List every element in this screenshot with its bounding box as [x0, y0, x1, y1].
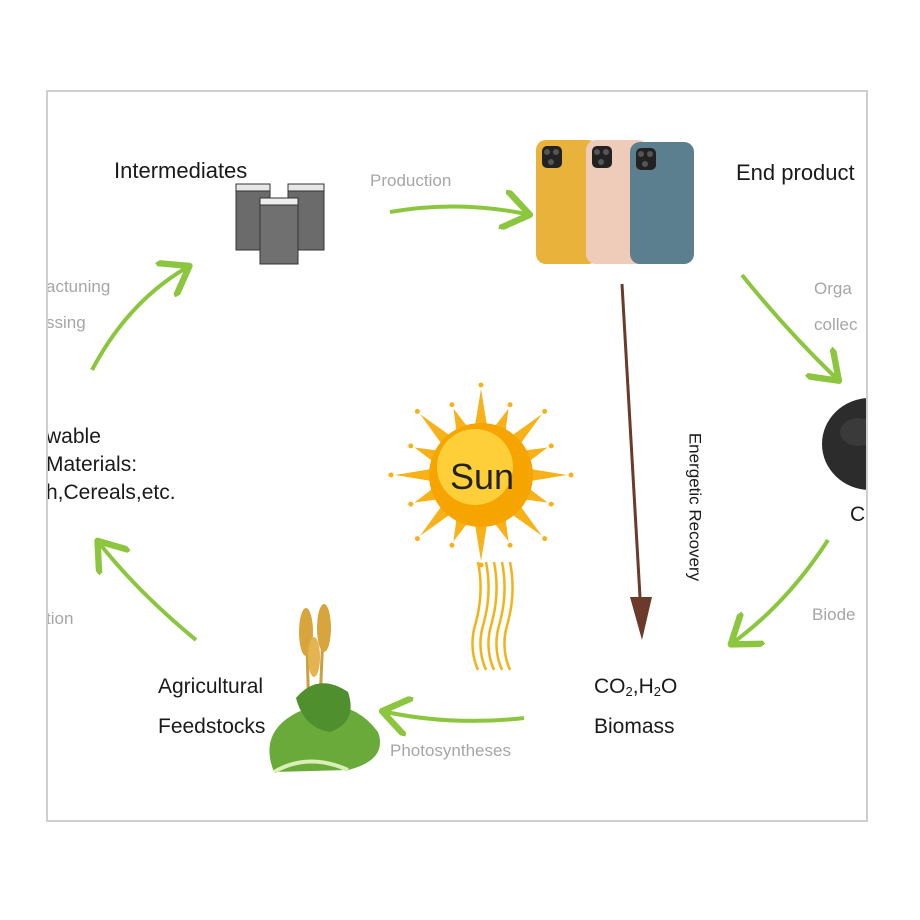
node-end-products: End product — [736, 160, 855, 185]
sun-ray-tip — [548, 501, 554, 507]
node-compost-fragment: C — [850, 503, 866, 526]
sun-ray-tip — [449, 542, 455, 548]
node-co2-h2o: CO2,H2O — [594, 676, 677, 698]
node-renewable-line2: Materials: — [46, 453, 138, 476]
sun-ray-tip — [408, 443, 414, 449]
process-collection-fragment: collec — [814, 315, 858, 334]
h2o-suffix: O — [660, 675, 678, 698]
sun-icon — [388, 382, 574, 568]
sun-ray — [511, 414, 542, 445]
process-processing-fragment: ssing — [46, 313, 86, 332]
sun-ray-tip — [449, 402, 455, 408]
sun-ray — [453, 518, 468, 542]
sun-ray — [524, 488, 548, 503]
process-cultivation-fragment: tion — [46, 609, 74, 628]
arrow-cultivation — [100, 544, 198, 642]
sun-ray-tip — [548, 443, 554, 449]
sun-ray-tip — [507, 402, 513, 408]
intermediate-cups-icon — [235, 183, 325, 265]
sun-ray-tip — [414, 408, 420, 414]
arrow-photosyntheses — [386, 712, 525, 721]
sun-ray-tip — [408, 501, 414, 507]
sun-ray — [453, 408, 468, 432]
sun-ray — [475, 524, 487, 561]
process-production: Production — [370, 171, 452, 190]
phone-cases-icon — [536, 140, 694, 264]
sun-highlight — [437, 429, 513, 505]
sun-ray-tip — [542, 536, 548, 542]
sun-ray-tip — [542, 408, 548, 414]
sunlight-waves-icon — [471, 561, 514, 671]
sun-ray — [524, 447, 548, 462]
process-photosyntheses: Photosyntheses — [390, 741, 511, 760]
sun-ray-tip — [414, 536, 420, 542]
h2o-subscript: 2 — [653, 684, 661, 699]
sun-ray-tip — [507, 542, 513, 548]
node-renewable-line1: wable — [46, 425, 101, 448]
sun-ray-tip — [568, 472, 574, 478]
node-renewable-line3: h,Cereals,etc. — [46, 481, 176, 504]
process-organic-fragment: Orga — [814, 279, 852, 298]
arrow-biodegradation — [734, 538, 830, 642]
sun-ray — [395, 469, 432, 481]
wheat-leaf-icon — [269, 604, 380, 774]
co2-mid: ,H — [632, 675, 654, 698]
arrow-energetic-recovery — [620, 283, 652, 640]
lifecycle-diagram — [90, 140, 866, 774]
sun-ray-tip — [388, 472, 394, 478]
sun-ray — [475, 389, 487, 426]
node-agricultural-line1: Agricultural — [158, 675, 264, 698]
arrow-organic-collection — [740, 273, 836, 378]
sun-ray-tip — [478, 382, 484, 388]
arrow-manufacturing — [90, 268, 186, 371]
sun-ray — [494, 518, 509, 542]
sun-ray — [420, 505, 451, 536]
node-intermediates: Intermediates — [114, 158, 248, 183]
node-agricultural-line2: Feedstocks — [158, 715, 266, 738]
compost-icon — [822, 398, 866, 490]
sun-label: Sun — [450, 456, 515, 497]
node-biomass: Biomass — [594, 715, 675, 738]
process-manufacturing-fragment: actuning — [46, 277, 111, 296]
diagram-frame: Intermediates End product wable Material… — [46, 90, 868, 822]
sun-ray — [530, 469, 567, 481]
sun-ray — [414, 488, 438, 503]
process-energetic-recovery: Energetic Recovery — [685, 432, 705, 582]
arrow-production — [389, 206, 526, 214]
sun-ray — [420, 414, 451, 445]
process-biodegradation-fragment: Biode — [812, 605, 856, 624]
sun-ray — [511, 505, 542, 536]
co2-subscript: 2 — [625, 684, 633, 699]
sun-ray — [414, 447, 438, 462]
sun-ray — [494, 408, 509, 432]
co2-prefix: CO — [594, 675, 626, 698]
